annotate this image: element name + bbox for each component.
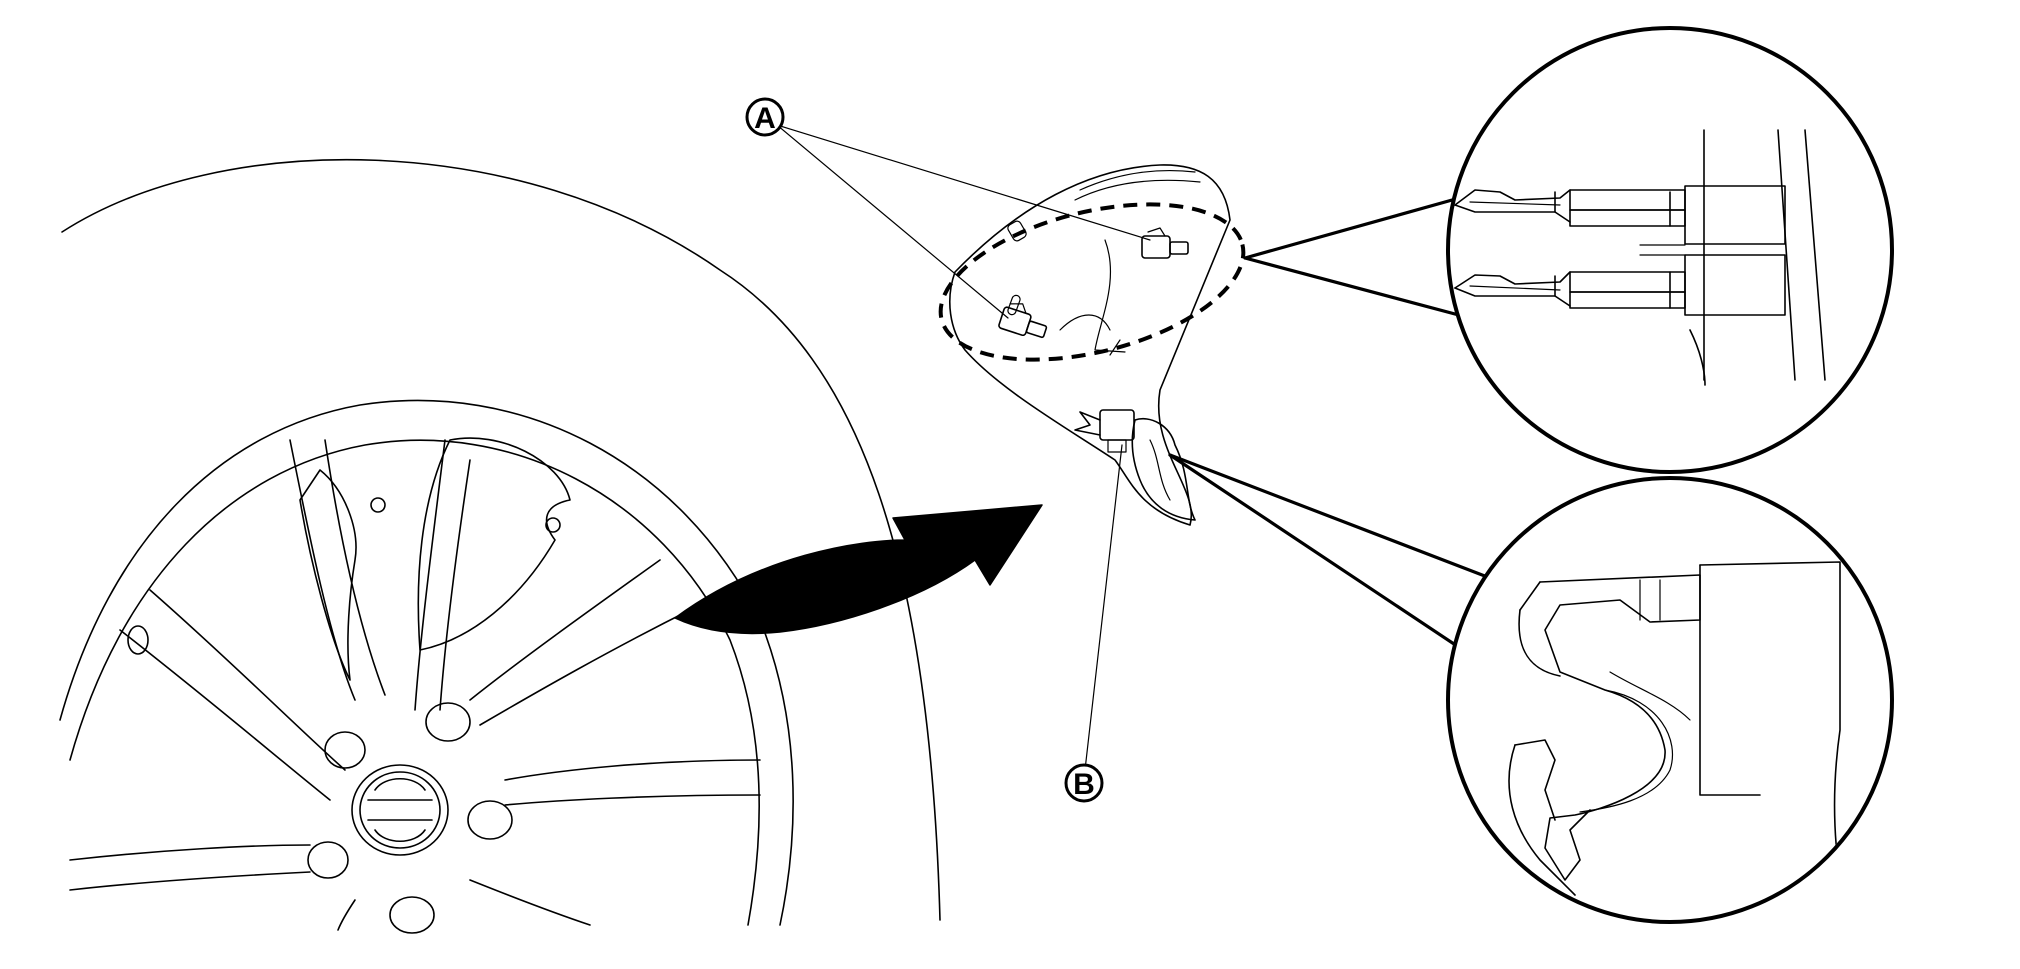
valve-sensor [1141,227,1189,259]
svg-text:A: A [754,102,776,135]
sensor-panel [938,164,1246,526]
panel-outline [949,164,1231,526]
rim-hole [545,517,561,533]
svg-text:B: B [1073,768,1095,801]
curved-arrow-icon [674,504,1043,635]
sensor-highlight-ellipse [938,202,1246,362]
leader-lines [776,124,1492,771]
rim-window [299,469,357,681]
tire-outline [61,158,941,921]
lug-bosses [127,625,513,934]
wheel-spokes [69,439,761,931]
callout-a: A [745,97,785,137]
clip-sensor [1074,409,1135,453]
retainer-clip [1131,418,1196,521]
valve-sensor [998,303,1048,339]
callout-b: B [1064,763,1104,803]
detail-view-clip [1446,476,1894,924]
rim-window [417,437,571,651]
wheel-emblem-icon [351,764,449,856]
rim-hole [370,497,386,513]
detail-view-sensor-pair [1446,26,1894,474]
rim-outer-ring [59,399,794,926]
wheel-illustration [59,158,941,934]
